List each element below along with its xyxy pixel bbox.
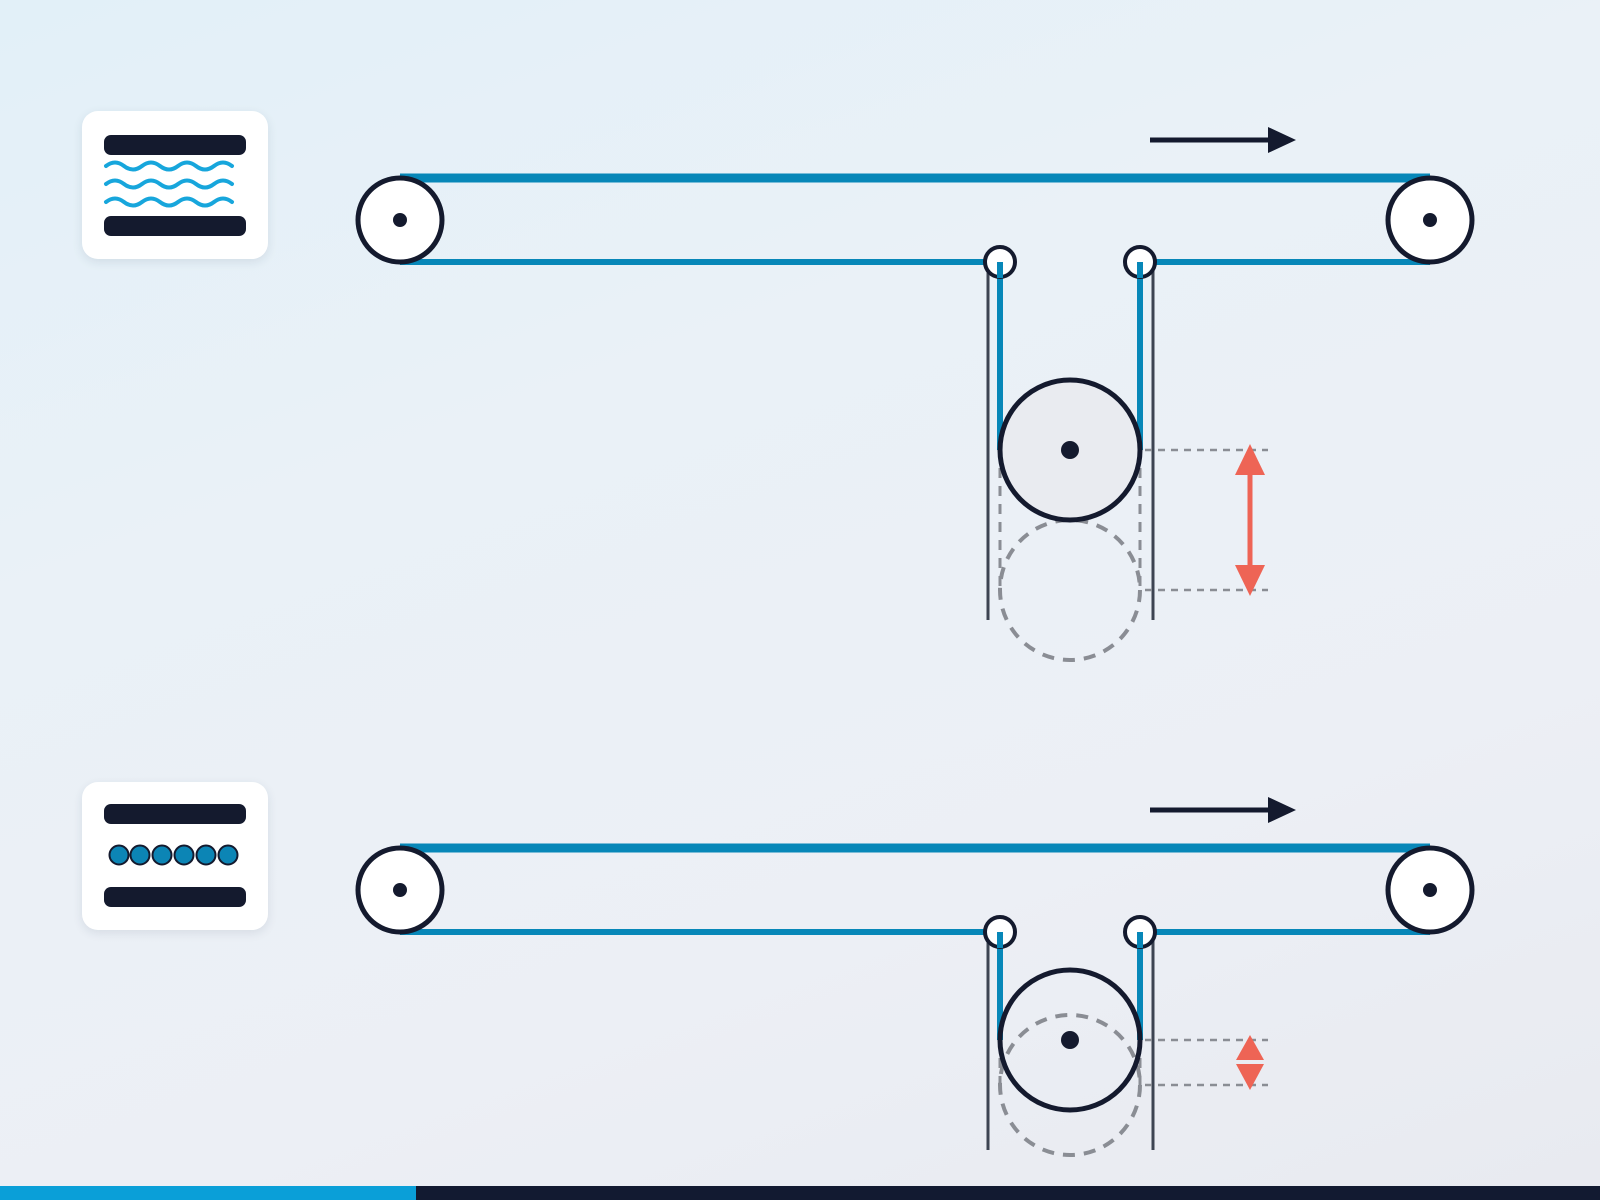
dancer-ghost-position xyxy=(998,518,1142,662)
travel-range-arrow-icon xyxy=(1236,1035,1264,1090)
dancer-pulley xyxy=(997,967,1143,1113)
head-pulley-left xyxy=(355,175,445,265)
tail-pulley-right xyxy=(1385,175,1475,265)
head-pulley-left xyxy=(355,845,445,935)
panel-liquid xyxy=(355,127,1475,662)
travel-range-arrow-icon xyxy=(1235,444,1265,596)
progress-bar xyxy=(0,1186,1600,1200)
liquid-layer-icon xyxy=(104,135,246,236)
dancer-pulley xyxy=(997,377,1143,523)
direction-arrow-icon xyxy=(1150,127,1296,153)
granular-layer-icon xyxy=(104,804,246,907)
tail-pulley-right xyxy=(1385,845,1475,935)
progress-track xyxy=(416,1186,1600,1200)
direction-arrow-icon xyxy=(1150,797,1296,823)
liquid-material-card xyxy=(82,111,268,259)
progress-fill xyxy=(0,1186,416,1200)
panel-granular xyxy=(355,797,1475,1157)
granular-material-card xyxy=(82,782,268,930)
